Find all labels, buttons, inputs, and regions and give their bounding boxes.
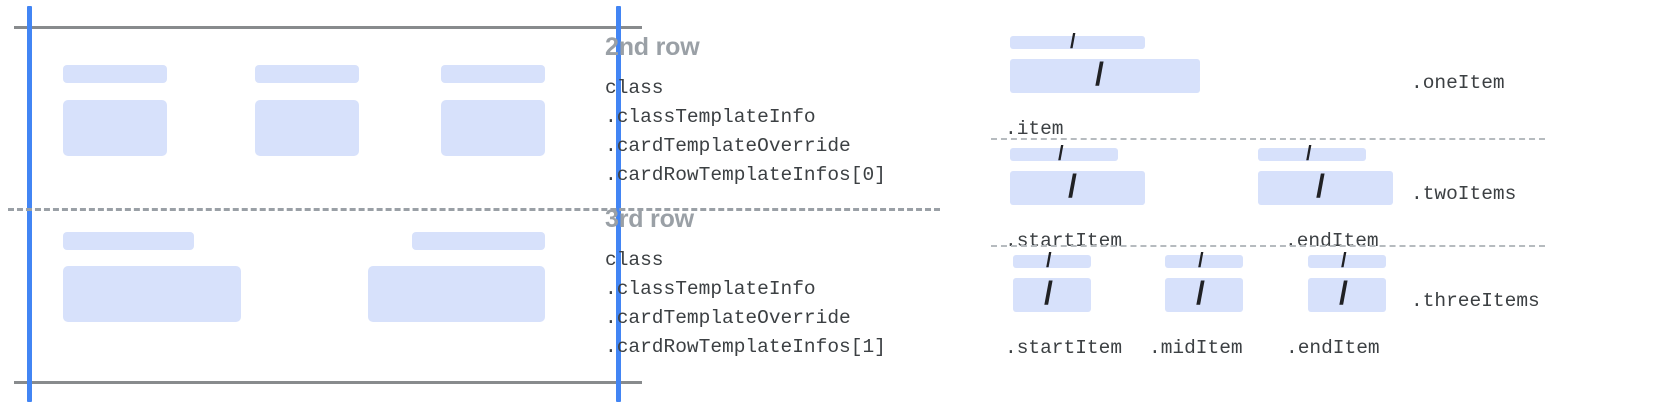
left-card-diagram [0, 0, 940, 412]
content-box [368, 266, 545, 322]
third-row-heading: 3rd row [605, 205, 694, 233]
slash-icon: / [1058, 143, 1064, 165]
variant-group-label: .oneItem [1411, 72, 1505, 94]
slot-main-bar: / [1010, 56, 1200, 93]
slot-top-bar: / [1010, 144, 1118, 164]
slot-label: .item [1005, 118, 1064, 140]
third-row-code: class .classTemplateInfo .cardTemplateOv… [605, 249, 886, 358]
slot-top-bar: / [1013, 251, 1091, 271]
second-row-code: class .classTemplateInfo .cardTemplateOv… [605, 77, 886, 186]
slot-label: .startItem [1005, 230, 1123, 252]
slot-top-bar: / [1165, 251, 1243, 271]
card-top-rule [14, 26, 642, 29]
variant-separator-dashed [991, 138, 1545, 140]
slash-icon: / [1196, 275, 1205, 311]
slot-label: .endItem [1286, 337, 1380, 359]
slot-main-bar: / [1010, 168, 1145, 205]
label-bar [63, 65, 167, 83]
slash-icon: / [1306, 143, 1312, 165]
slot-label: .midItem [1149, 337, 1243, 359]
right-edge-guide [616, 6, 621, 402]
slot-label: .endItem [1285, 230, 1379, 252]
slash-icon: / [1316, 168, 1325, 204]
item-slot: / / .endItem [1258, 144, 1393, 252]
content-box [441, 100, 545, 156]
slash-icon: / [1095, 56, 1104, 92]
slash-icon: / [1044, 275, 1053, 311]
row-descriptions: 2nd row class .classTemplateInfo .cardTe… [605, 33, 886, 358]
second-row-heading: 2nd row [605, 33, 700, 61]
item-slot: / / .startItem [1005, 144, 1145, 252]
slot-main-bar: / [1258, 168, 1393, 205]
label-bar [441, 65, 545, 83]
content-box [63, 266, 241, 322]
slot-label: .startItem [1005, 337, 1123, 359]
slash-icon: / [1046, 250, 1052, 272]
label-bar [255, 65, 359, 83]
item-slot: / / .midItem [1149, 251, 1243, 359]
label-bar [63, 232, 194, 250]
item-slot: / / .item [1005, 32, 1200, 140]
variant-separator-dashed [991, 245, 1545, 247]
slash-icon: / [1070, 31, 1076, 53]
content-box [255, 100, 359, 156]
slash-icon: / [1068, 168, 1077, 204]
left-edge-guide [27, 6, 32, 402]
slot-top-bar: / [1258, 144, 1366, 164]
slot-main-bar: / [1013, 275, 1091, 312]
slot-top-bar: / [1308, 251, 1386, 271]
card-bottom-rule [14, 381, 642, 384]
slash-icon: / [1339, 275, 1348, 311]
item-slot: / / .startItem [1005, 251, 1122, 359]
row-separator-dashed [8, 208, 940, 211]
slot-top-bar: / [1010, 32, 1145, 52]
slot-main-bar: / [1165, 275, 1243, 312]
variant-group-label: .threeItems [1411, 290, 1540, 312]
item-slot: / / .endItem [1286, 251, 1386, 359]
content-box [63, 100, 167, 156]
variant-group-label: .twoItems [1411, 183, 1517, 205]
slot-main-bar: / [1308, 275, 1386, 312]
label-bar [412, 232, 545, 250]
slash-icon: / [1341, 250, 1347, 272]
slash-icon: / [1198, 250, 1204, 272]
